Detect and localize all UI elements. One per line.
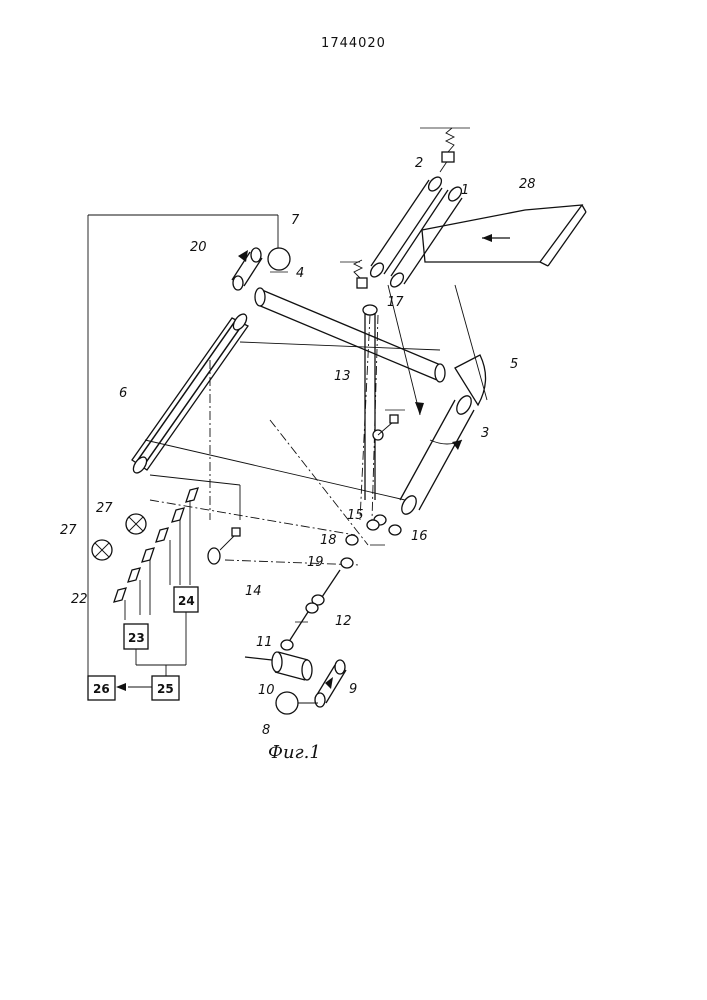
block-24: 24 — [174, 587, 198, 612]
label-28: 28 — [519, 177, 536, 192]
label-5: 5 — [510, 357, 518, 372]
label-4: 4 — [296, 266, 304, 281]
block-25-label: 25 — [157, 682, 174, 696]
roller-4 — [255, 288, 445, 382]
labels: 1 2 3 4 5 6 7 8 9 10 11 12 13 14 15 16 1… — [60, 156, 536, 738]
label-10: 10 — [258, 683, 275, 698]
roller-3 — [399, 393, 474, 516]
roller-10 — [245, 652, 312, 680]
label-16: 16 — [411, 529, 428, 544]
label-20: 20 — [190, 240, 207, 255]
gear-chain — [281, 515, 401, 650]
roller-9 — [315, 660, 346, 707]
label-13: 13 — [334, 369, 351, 384]
label-9: 9 — [349, 682, 357, 697]
pulley-14 — [208, 528, 240, 564]
label-14: 14 — [245, 584, 262, 599]
label-12: 12 — [335, 614, 352, 629]
label-1: 1 — [461, 183, 469, 198]
motor-8 — [276, 692, 318, 714]
label-19: 19 — [307, 555, 324, 570]
motor-7 — [268, 248, 290, 272]
lamp-27a — [126, 514, 146, 534]
block-25: 25 — [152, 676, 179, 700]
block-26: 26 — [88, 676, 115, 700]
wiring — [88, 215, 278, 691]
shaft-17 — [363, 305, 377, 500]
label-6: 6 — [119, 386, 127, 401]
roller-2 — [368, 175, 444, 280]
figure-caption: Фиг.1 — [268, 742, 321, 763]
web-lines — [145, 285, 487, 520]
spring-top — [420, 128, 470, 172]
photo-sensors — [114, 488, 198, 602]
label-2: 2 — [415, 156, 423, 171]
block-23: 23 — [124, 624, 148, 649]
label-7: 7 — [291, 213, 300, 228]
block-26-label: 26 — [93, 682, 110, 696]
spring-bottom — [340, 260, 367, 288]
sheet-28 — [422, 205, 586, 266]
label-15: 15 — [347, 508, 364, 523]
lamp-27b — [92, 540, 112, 560]
label-27a: 27 — [96, 501, 113, 516]
label-18: 18 — [320, 533, 337, 548]
label-27b: 27 — [60, 523, 77, 538]
kinematic-lines — [150, 315, 378, 565]
roller-20 — [232, 248, 262, 290]
label-8: 8 — [262, 723, 270, 738]
block-23-label: 23 — [128, 631, 145, 645]
label-11: 11 — [256, 635, 273, 650]
block-24-label: 24 — [178, 594, 195, 608]
label-3: 3 — [481, 426, 489, 441]
label-17: 17 — [387, 295, 404, 310]
sensor-pivot — [373, 410, 405, 440]
label-22: 22 — [71, 592, 88, 607]
roller-1 — [388, 185, 464, 290]
